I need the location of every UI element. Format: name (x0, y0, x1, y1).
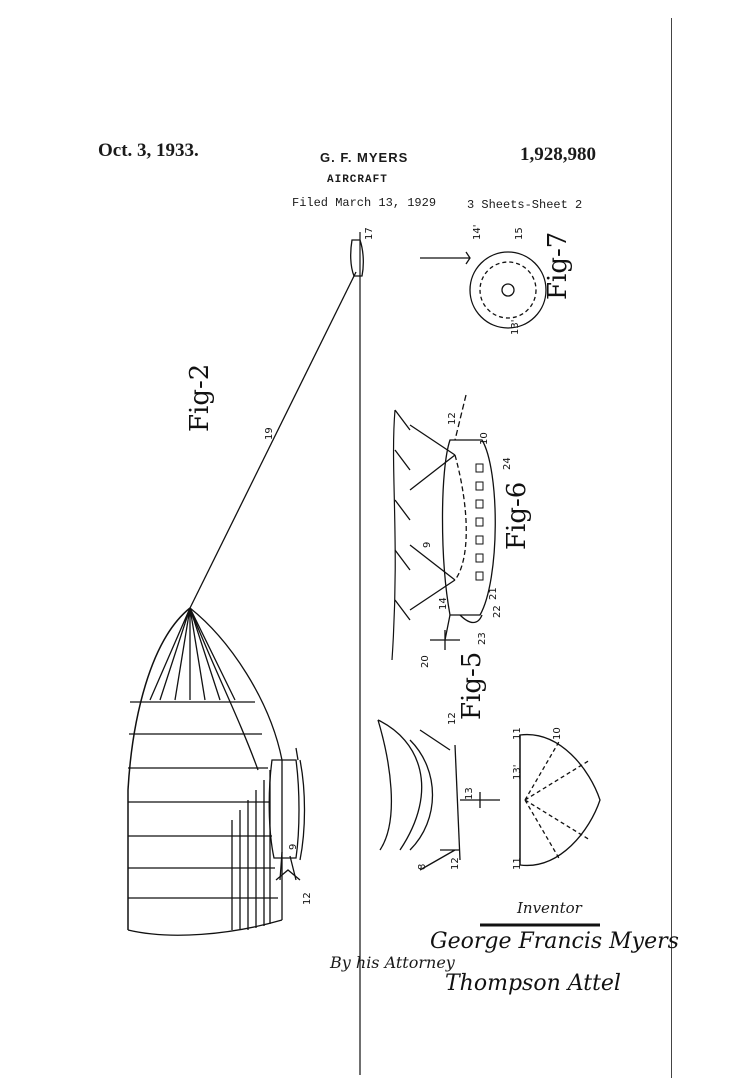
ref-23: 23 (477, 632, 488, 645)
ref-14: 14 (438, 597, 449, 610)
fig5-glider (519, 734, 601, 866)
ref-15: 15 (514, 227, 525, 240)
ref-12b: 12 (447, 712, 458, 725)
fig6-label: Fig-6 (502, 482, 532, 550)
inventor-label: Inventor (517, 899, 582, 917)
ref-11b: 11 (512, 857, 523, 870)
ref-9: 9 (422, 542, 433, 548)
attorney-by-text: By his Attorney (330, 953, 455, 972)
sheet-count: 3 Sheets-Sheet 2 (467, 198, 583, 212)
plane-17 (350, 239, 364, 277)
ref-12c: 12 (450, 857, 461, 870)
ref-24: 24 (502, 457, 513, 470)
ref-13p: 13' (510, 320, 521, 335)
fig7-label: Fig-7 (543, 232, 573, 300)
ref-20: 20 (420, 655, 431, 668)
fig2-label: Fig-2 (185, 364, 215, 432)
fig6-glider (441, 439, 496, 616)
fig2-airship (127, 607, 306, 936)
cable-19 (189, 271, 357, 609)
ref-9b: 9 (288, 844, 299, 850)
filed-date: Filed March 13, 1929 (292, 196, 437, 210)
ref-17: 17 (364, 227, 375, 240)
ref-8: 8 (417, 864, 428, 870)
fig5-hull (377, 719, 393, 851)
attorney-signature: Thompson Attel (445, 971, 621, 996)
fig5-label: Fig-5 (457, 652, 487, 720)
page-edge-rule (671, 18, 672, 1078)
ref-12: 12 (447, 412, 458, 425)
ref-13p-b: 13' (512, 765, 523, 780)
ref-19: 19 (264, 427, 275, 440)
fig6-hull (391, 409, 396, 661)
inventor-signature: George Francis Myers (430, 929, 679, 954)
patent-title: AIRCRAFT (327, 174, 388, 186)
ref-10: 10 (479, 432, 490, 445)
ref-10b: 10 (552, 727, 563, 740)
ref-12d: 12 (302, 892, 313, 905)
patent-number: 1,928,980 (520, 144, 596, 165)
patent-date: Oct. 3, 1933. (98, 140, 199, 161)
ref-22: 22 (492, 605, 503, 618)
fig7-disc (469, 251, 547, 329)
ref-21: 21 (488, 587, 499, 600)
inventor-name: G. F. MYERS (320, 150, 409, 165)
ref-11: 11 (512, 727, 523, 740)
ref-14p: 14' (472, 225, 483, 240)
ref-13: 13 (464, 787, 475, 800)
